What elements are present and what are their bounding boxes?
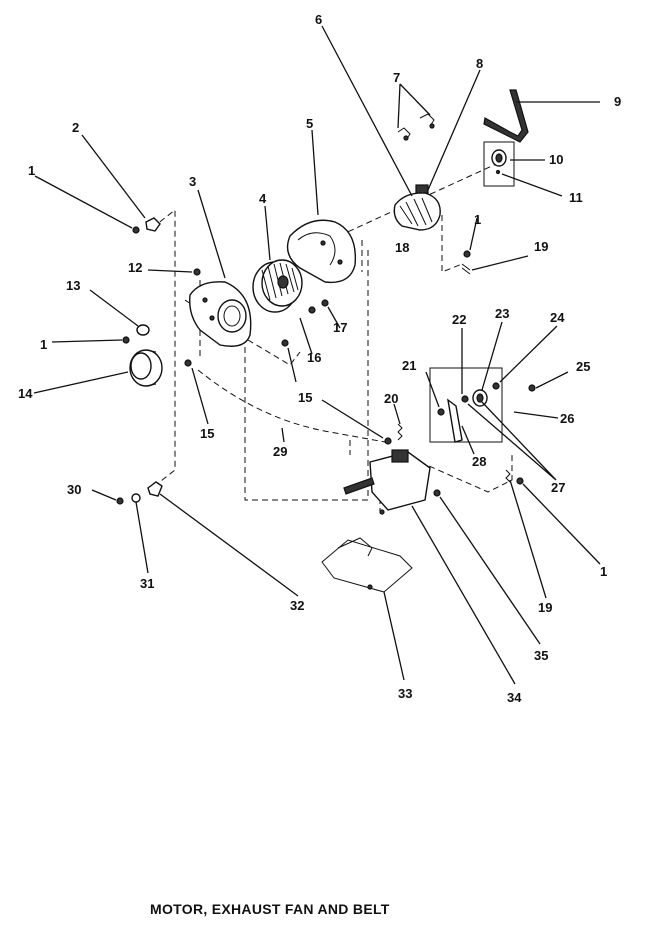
callout-11: 11	[569, 190, 583, 205]
screw-part-1-a	[132, 226, 140, 234]
bolt-part-29	[384, 437, 392, 445]
callout-15: 15	[298, 390, 312, 405]
screw-part-19-b	[505, 469, 511, 483]
callout-1: 1	[40, 337, 47, 352]
leader-lines	[33, 25, 601, 685]
callout-labels: 1 2 1 13 1 14 3 12 4 5 6 7 8 9 10 11 18 …	[18, 12, 621, 705]
callout-6: 6	[315, 12, 322, 27]
callout-17: 17	[333, 320, 347, 335]
ring-part-13	[136, 324, 150, 336]
callout-5: 5	[306, 116, 313, 131]
callout-3: 3	[189, 174, 196, 189]
callout-19: 19	[534, 239, 548, 254]
fan-shroud-part-5	[286, 219, 357, 284]
callout-25: 25	[576, 359, 590, 374]
motor-part-18	[393, 184, 441, 231]
clip-part-2	[145, 217, 161, 232]
callout-10: 10	[549, 152, 563, 167]
callout-16: 16	[307, 350, 321, 365]
callout-4: 4	[259, 191, 267, 206]
callout-8: 8	[476, 56, 483, 71]
callout-29: 29	[273, 444, 287, 459]
callout-1: 1	[28, 163, 35, 178]
screw-part-16	[308, 306, 316, 314]
screw-part-1-d	[516, 477, 524, 485]
callout-18: 18	[395, 240, 409, 255]
callout-24: 24	[550, 310, 565, 325]
nut-part-31	[131, 493, 141, 503]
callout-26: 26	[560, 411, 574, 426]
screw-part-12	[193, 268, 201, 276]
callout-34: 34	[507, 690, 522, 705]
seal-part-14	[129, 349, 163, 387]
callout-19: 19	[538, 600, 552, 615]
blower-wheel-part-4	[252, 259, 303, 313]
callout-1: 1	[474, 212, 481, 227]
callout-23: 23	[495, 306, 509, 321]
spring-part-20	[397, 423, 403, 441]
callout-15: 15	[200, 426, 214, 441]
screw-part-17	[321, 299, 329, 307]
fan-housing-part-3	[189, 281, 252, 347]
callout-12: 12	[128, 260, 142, 275]
callout-14: 14	[18, 386, 33, 401]
screw-part-30	[116, 497, 124, 505]
screw-part-1-b	[122, 336, 130, 344]
wire-clip-part-7	[397, 113, 435, 141]
callout-28: 28	[472, 454, 486, 469]
callout-30: 30	[67, 482, 81, 497]
callout-9: 9	[614, 94, 621, 109]
diagram-caption: MOTOR, EXHAUST FAN AND BELT	[150, 901, 390, 917]
belt-part-9	[483, 89, 529, 143]
callout-31: 31	[140, 576, 154, 591]
callout-35: 35	[534, 648, 548, 663]
callout-32: 32	[290, 598, 304, 613]
callout-20: 20	[384, 391, 398, 406]
motor-mount-part-34	[343, 449, 441, 515]
callout-2: 2	[72, 120, 79, 135]
base-plate-part-33	[321, 537, 413, 593]
clip-part-19-a	[461, 263, 471, 275]
callout-21: 21	[402, 358, 416, 373]
callout-33: 33	[398, 686, 412, 701]
idler-assembly	[429, 367, 536, 443]
callout-1: 1	[600, 564, 607, 579]
callout-22: 22	[452, 312, 466, 327]
screw-part-1-c	[463, 250, 471, 258]
callout-13: 13	[66, 278, 80, 293]
screw-part-15-b	[281, 339, 289, 347]
callout-7: 7	[393, 70, 400, 85]
assembly-dashed-lines	[151, 159, 513, 512]
callout-27: 27	[551, 480, 565, 495]
screw-part-15-a	[184, 359, 192, 367]
parts	[116, 89, 536, 593]
clip-part-32	[147, 481, 163, 497]
pulley-part-10	[483, 141, 515, 187]
